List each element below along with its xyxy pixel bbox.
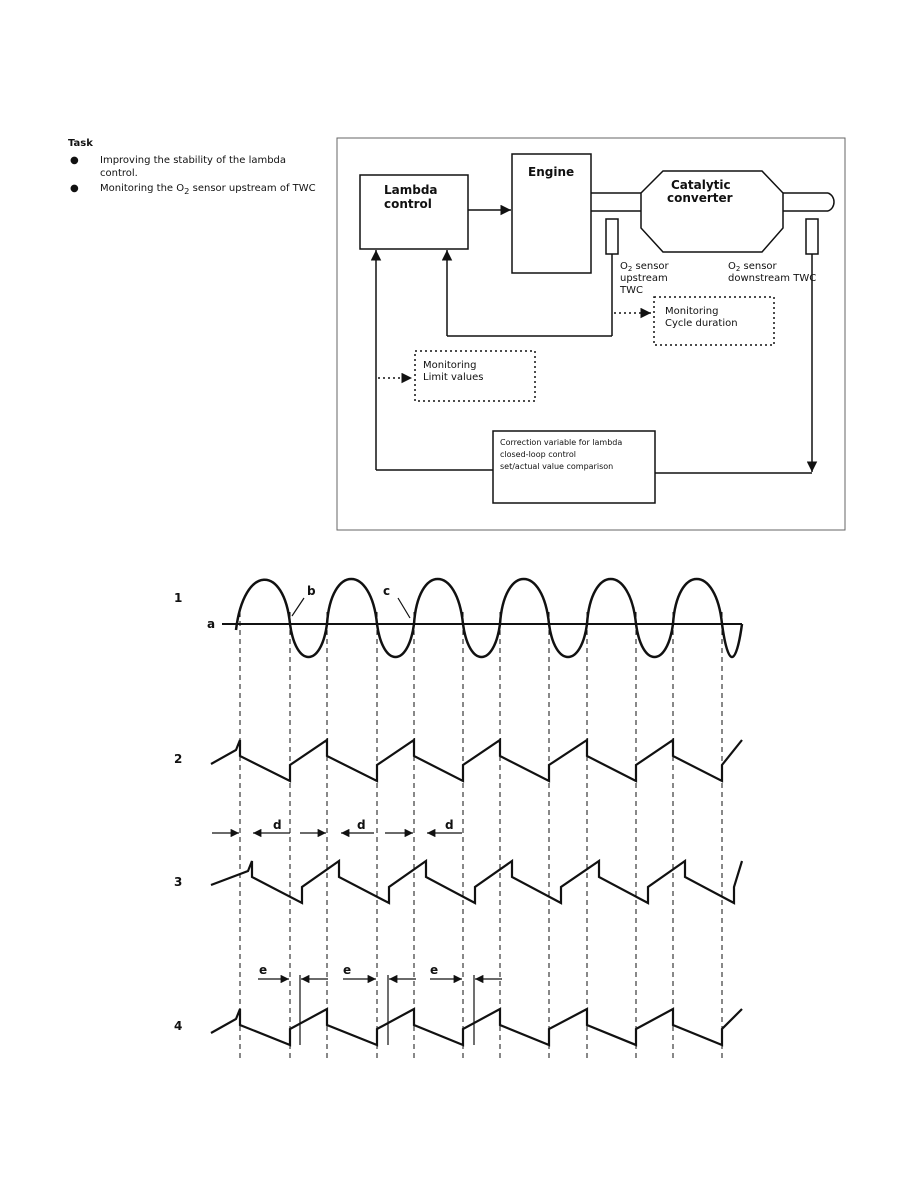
task-item: ● Monitoring the O2 sensor upstream of T… xyxy=(68,182,318,198)
marker-e: e xyxy=(259,963,267,977)
engine-label: Engine xyxy=(528,165,574,179)
pointer-b xyxy=(291,597,305,617)
marker-e: e xyxy=(343,963,351,977)
catalytic-converter-shape xyxy=(640,170,784,253)
upstream-sensor-label-3: TWC xyxy=(619,285,643,296)
correction-box xyxy=(492,430,656,504)
correction-label-2: closed-loop control xyxy=(500,450,576,459)
row-label-4: 4 xyxy=(174,1019,182,1033)
marker-a: a xyxy=(207,617,215,631)
upstream-sensor-label-2: upstream xyxy=(620,273,668,284)
monitoring-cycle-box xyxy=(653,296,775,346)
row-label-3: 3 xyxy=(174,875,182,889)
downstream-sensor-label: O2 sensor xyxy=(728,261,778,273)
timing-diagram xyxy=(210,578,744,1058)
monitoring-cycle-label-1: Monitoring xyxy=(665,306,718,317)
tail-pipe xyxy=(783,192,828,212)
marker-b: b xyxy=(307,584,316,598)
bullet-icon: ● xyxy=(70,183,79,194)
exhaust-pipe xyxy=(591,192,641,212)
marker-d: d xyxy=(445,818,454,832)
row-label-1: 1 xyxy=(174,591,182,605)
row-label-2: 2 xyxy=(174,752,182,766)
marker-d: d xyxy=(273,818,282,832)
catalytic-converter-label-1: Catalytic xyxy=(671,178,731,192)
task-item: ● Improving the stability of the lambda … xyxy=(68,154,318,180)
lambda-control-box xyxy=(359,174,469,250)
marker-c: c xyxy=(383,584,390,598)
monitoring-limit-label-2: Limit values xyxy=(423,372,484,383)
pipe-end xyxy=(827,192,835,212)
correction-label-3: set/actual value comparison xyxy=(500,462,613,471)
catalytic-converter-label-2: converter xyxy=(667,191,733,205)
timing-labels: 1 2 3 4 a b c d d d e e e xyxy=(174,584,454,1033)
correction-label-1: Correction variable for lambda xyxy=(500,438,622,447)
task-item-text: Improving the stability of the lambda co… xyxy=(100,155,287,179)
controller-signal-2 xyxy=(210,737,743,783)
monitoring-limit-label-1: Monitoring xyxy=(423,360,476,371)
upstream-sensor-label: O2 sensor xyxy=(620,261,670,273)
upstream-sensor xyxy=(605,218,619,255)
pointer-c xyxy=(397,597,411,619)
system-diagram-labels: Lambda control Engine Catalytic converte… xyxy=(384,165,816,471)
task-title: Task xyxy=(68,138,93,149)
engine-box xyxy=(511,153,592,274)
monitoring-cycle-label-2: Cycle duration xyxy=(665,318,738,329)
controller-signal-3 xyxy=(210,858,744,905)
monitoring-limit-box xyxy=(414,350,536,402)
bullet-icon: ● xyxy=(70,155,79,166)
diagram-frame xyxy=(336,137,846,531)
controller-signal-4 xyxy=(210,1007,743,1047)
task-list: ● Improving the stability of the lambda … xyxy=(68,154,318,198)
downstream-sensor-label-2: downstream TWC xyxy=(728,273,816,284)
marker-d: d xyxy=(357,818,366,832)
marker-e: e xyxy=(430,963,438,977)
lambda-control-label-2: control xyxy=(384,197,432,211)
task-panel: Task ● Improving the stability of the la… xyxy=(68,137,318,200)
lambda-control-label-1: Lambda xyxy=(384,183,438,197)
system-diagram xyxy=(336,137,846,531)
task-item-text: Monitoring the O2 sensor upstream of TWC xyxy=(100,183,316,196)
downstream-sensor xyxy=(805,218,819,255)
sensor-signal-1 xyxy=(234,578,744,659)
